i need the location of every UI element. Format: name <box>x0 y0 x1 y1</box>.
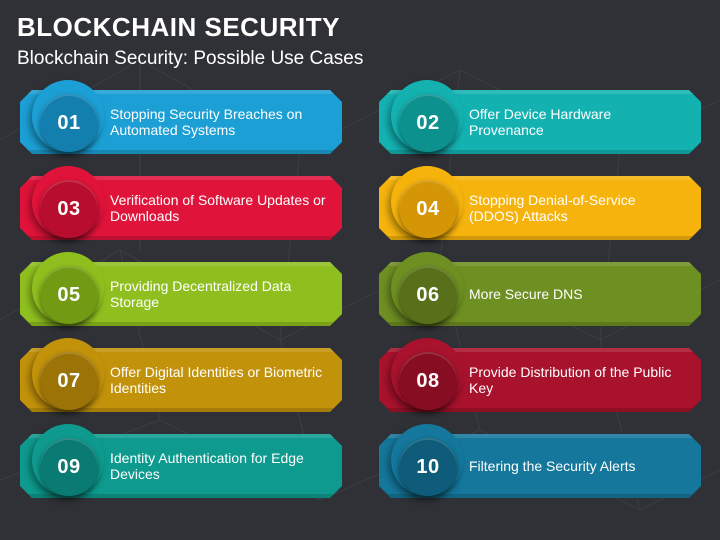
card-number: 04 <box>416 197 440 220</box>
card-label: Offer Device Hardware Provenance <box>469 106 612 138</box>
number-circle: 08 <box>399 352 457 410</box>
card-label: Offer Digital Identities or Biometric Id… <box>110 364 323 396</box>
use-case-card-05: 05 Providing Decentralized Data Storage <box>20 252 342 326</box>
number-circle: 07 <box>40 352 98 410</box>
card-number: 05 <box>57 283 81 306</box>
use-case-card-02: 02 Offer Device Hardware Provenance <box>379 80 701 154</box>
use-case-card-01: 01 Stopping Security Breaches on Automat… <box>20 80 342 154</box>
number-circle: 02 <box>399 94 457 152</box>
page-subtitle: Blockchain Security: Possible Use Cases <box>17 48 364 69</box>
number-bubble: 03 <box>32 166 104 238</box>
number-bubble: 02 <box>391 80 463 152</box>
card-label: Verification of Software Updates or Down… <box>110 192 326 224</box>
number-circle: 06 <box>399 266 457 324</box>
number-circle: 04 <box>399 180 457 238</box>
number-bubble: 09 <box>32 424 104 496</box>
number-bubble: 01 <box>32 80 104 152</box>
use-case-card-04: 04 Stopping Denial-of-Service (DDOS) Att… <box>379 166 701 240</box>
use-case-card-10: 10 Filtering the Security Alerts <box>379 424 701 498</box>
number-bubble: 07 <box>32 338 104 410</box>
card-label: Providing Decentralized Data Storage <box>110 278 292 310</box>
card-label: Filtering the Security Alerts <box>469 458 636 474</box>
use-case-card-03: 03 Verification of Software Updates or D… <box>20 166 342 240</box>
number-bubble: 04 <box>391 166 463 238</box>
card-number: 10 <box>416 455 440 478</box>
card-number: 07 <box>57 369 81 392</box>
number-bubble: 10 <box>391 424 463 496</box>
card-label: Provide Distribution of the Public Key <box>469 364 672 396</box>
number-circle: 01 <box>40 94 98 152</box>
card-label: Stopping Denial-of-Service (DDOS) Attack… <box>469 192 636 224</box>
card-number: 09 <box>57 455 81 478</box>
number-circle: 10 <box>399 438 457 496</box>
use-case-card-07: 07 Offer Digital Identities or Biometric… <box>20 338 342 412</box>
card-label: More Secure DNS <box>469 286 583 302</box>
number-bubble: 05 <box>32 252 104 324</box>
use-case-card-09: 09 Identity Authentication for Edge Devi… <box>20 424 342 498</box>
number-bubble: 08 <box>391 338 463 410</box>
card-number: 08 <box>416 369 440 392</box>
number-bubble: 06 <box>391 252 463 324</box>
page-title: BLOCKCHAIN SECURITY <box>17 12 340 42</box>
card-number: 02 <box>416 111 440 134</box>
number-circle: 09 <box>40 438 98 496</box>
card-label: Identity Authentication for Edge Devices <box>110 450 304 482</box>
use-case-card-06: 06 More Secure DNS <box>379 252 701 326</box>
number-circle: 03 <box>40 180 98 238</box>
card-number: 03 <box>57 197 81 220</box>
card-label: Stopping Security Breaches on Automated … <box>110 106 303 138</box>
number-circle: 05 <box>40 266 98 324</box>
use-case-card-08: 08 Provide Distribution of the Public Ke… <box>379 338 701 412</box>
card-number: 01 <box>57 111 81 134</box>
card-number: 06 <box>416 283 440 306</box>
